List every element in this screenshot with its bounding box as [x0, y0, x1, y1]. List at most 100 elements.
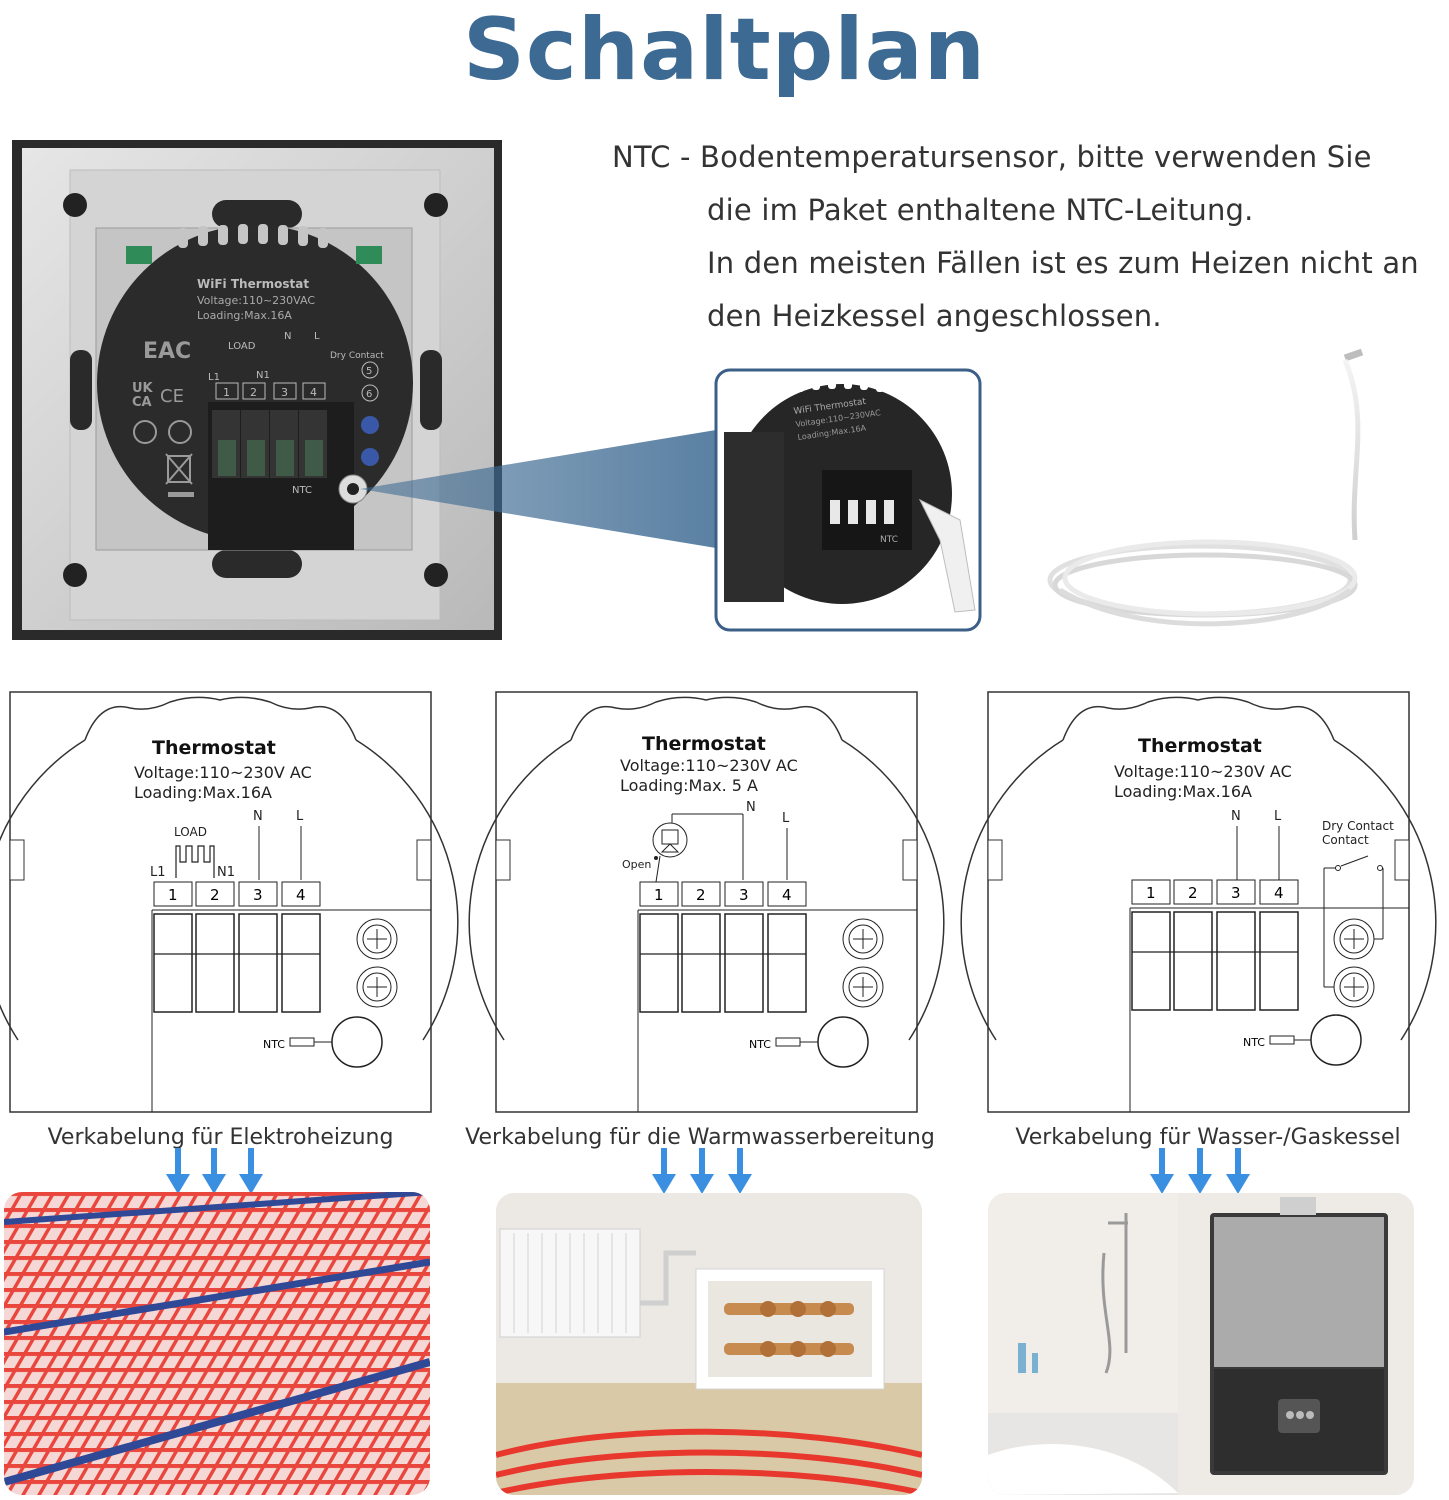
description-line-3: In den meisten Fällen ist es zum Heizen …	[707, 246, 1419, 280]
svg-text:LOAD: LOAD	[174, 825, 207, 839]
ntc-cable	[1047, 348, 1364, 627]
screw-hole-icon	[63, 193, 87, 217]
diagram-2-title: Thermostat	[642, 733, 766, 755]
svg-text:4: 4	[1274, 884, 1284, 902]
down-arrow-icon	[690, 1148, 714, 1194]
callout-beam	[360, 430, 716, 548]
svg-text:N: N	[1231, 809, 1241, 824]
svg-text:4: 4	[310, 386, 317, 399]
module-label-title: WiFi Thermostat	[197, 277, 309, 291]
svg-text:NTC: NTC	[1243, 1036, 1265, 1049]
down-arrow-icon	[1226, 1148, 1250, 1194]
svg-text:NTC: NTC	[263, 1038, 285, 1051]
down-arrow-icon	[239, 1148, 263, 1194]
page-title: Schaltplan	[462, 0, 987, 100]
svg-text:L1: L1	[208, 372, 220, 383]
svg-text:L1: L1	[150, 865, 166, 880]
svg-text:UK: UK	[132, 381, 154, 396]
svg-text:N: N	[284, 331, 291, 342]
screw-terminal-icon	[1333, 918, 1375, 1008]
photo-heating-mat	[4, 1192, 430, 1495]
ntc-socket-icon	[817, 1016, 869, 1068]
svg-text:LOAD: LOAD	[228, 341, 256, 352]
caption-boiler: Verkabelung für Wasser-/Gaskessel	[1015, 1125, 1401, 1150]
module-label-voltage: Voltage:110~230VAC	[197, 294, 315, 307]
screw-terminal-icon	[361, 448, 379, 466]
diagram-hot-water: Thermostat Voltage:110~230V AC Loading:M…	[468, 691, 945, 1113]
svg-text:1: 1	[223, 386, 230, 399]
down-arrow-icon	[202, 1148, 226, 1194]
description-line-1: NTC - Bodentemperatursensor, bitte verwe…	[612, 140, 1372, 174]
svg-text:2: 2	[1188, 884, 1198, 902]
description-line-4: den Heizkessel angeschlossen.	[707, 299, 1162, 333]
svg-text:Dry Contact: Dry Contact	[1322, 819, 1394, 833]
shower-icon	[1101, 1213, 1128, 1374]
svg-text:N: N	[746, 800, 756, 815]
screw-hole-icon	[424, 193, 448, 217]
screw-terminal-icon	[356, 918, 398, 1008]
svg-text:L: L	[782, 811, 790, 826]
module-label-loading: Loading:Max.16A	[197, 309, 292, 322]
photo-boiler	[988, 1193, 1414, 1495]
caption-electric-heating: Verkabelung für Elektroheizung	[47, 1125, 394, 1150]
svg-text:Dry Contact: Dry Contact	[330, 351, 384, 361]
svg-text:NTC: NTC	[292, 485, 312, 496]
wiring-diagrams: Thermostat Voltage:110~230V AC Loading:M…	[0, 691, 1437, 1113]
svg-text:NTC: NTC	[880, 535, 898, 545]
screw-hole-icon	[424, 563, 448, 587]
down-arrow-icon	[728, 1148, 752, 1194]
svg-text:N1: N1	[256, 370, 270, 381]
down-arrow-icon	[1150, 1148, 1174, 1194]
svg-text:4: 4	[296, 886, 306, 904]
svg-text:Loading:Max. 5 A: Loading:Max. 5 A	[620, 776, 758, 795]
svg-text:3: 3	[739, 886, 749, 904]
valve-icon	[652, 822, 688, 858]
screw-terminal-icon	[842, 918, 884, 1008]
screw-hole-icon	[63, 563, 87, 587]
ntc-socket-icon	[1310, 1014, 1362, 1066]
svg-text:3: 3	[1231, 884, 1241, 902]
diagram-electric-heating: Thermostat Voltage:110~230V AC Loading:M…	[0, 691, 459, 1113]
load-coil-icon	[175, 845, 215, 878]
svg-text:Open: Open	[622, 858, 651, 871]
svg-text:N1: N1	[217, 865, 235, 880]
down-arrow-icon	[1188, 1148, 1212, 1194]
svg-text:6: 6	[366, 389, 372, 400]
photo-hot-water	[496, 1193, 922, 1495]
svg-text:Loading:Max.16A: Loading:Max.16A	[134, 783, 272, 802]
svg-text:L: L	[1274, 809, 1282, 824]
zoom-module: WiFi Thermostat Voltage:110~230VAC Loadi…	[724, 375, 976, 613]
svg-text:2: 2	[210, 886, 220, 904]
svg-text:5: 5	[366, 366, 372, 377]
boiler-icon	[1210, 1197, 1388, 1475]
svg-text:L: L	[296, 809, 304, 824]
diagram-1-title: Thermostat	[152, 737, 276, 759]
diagram-3-title: Thermostat	[1138, 735, 1262, 757]
svg-text:1: 1	[654, 886, 664, 904]
weee-bin-icon	[167, 455, 191, 483]
svg-text:Voltage:110~230V AC: Voltage:110~230V AC	[620, 756, 798, 775]
svg-text:Loading:Max.16A: Loading:Max.16A	[1114, 782, 1252, 801]
svg-text:Voltage:110~230V AC: Voltage:110~230V AC	[134, 763, 312, 782]
svg-text:N: N	[253, 809, 263, 824]
svg-text:4: 4	[782, 886, 792, 904]
caption-hot-water: Verkabelung für die Warmwasserbereitung	[465, 1125, 935, 1150]
svg-text:3: 3	[281, 386, 288, 399]
down-arrow-icon	[652, 1148, 676, 1194]
down-arrow-icon	[166, 1148, 190, 1194]
description-line-2: die im Paket enthaltene NTC-Leitung.	[707, 193, 1254, 227]
ntc-socket-icon	[331, 1016, 383, 1068]
svg-text:NTC: NTC	[749, 1038, 771, 1051]
svg-text:L: L	[314, 331, 320, 342]
svg-text:Voltage:110~230V AC: Voltage:110~230V AC	[1114, 762, 1292, 781]
ce-mark: CE	[160, 386, 184, 407]
svg-text:CA: CA	[132, 395, 152, 410]
svg-text:2: 2	[250, 386, 257, 399]
diagram-boiler: Thermostat Voltage:110~230V AC Loading:M…	[960, 691, 1437, 1113]
svg-text:1: 1	[168, 886, 178, 904]
svg-text:Contact: Contact	[1322, 833, 1369, 847]
radiator-icon	[499, 1228, 641, 1338]
device-photo: WiFi Thermostat Voltage:110~230VAC Loadi…	[12, 140, 1364, 640]
recycle-icon	[133, 420, 157, 444]
